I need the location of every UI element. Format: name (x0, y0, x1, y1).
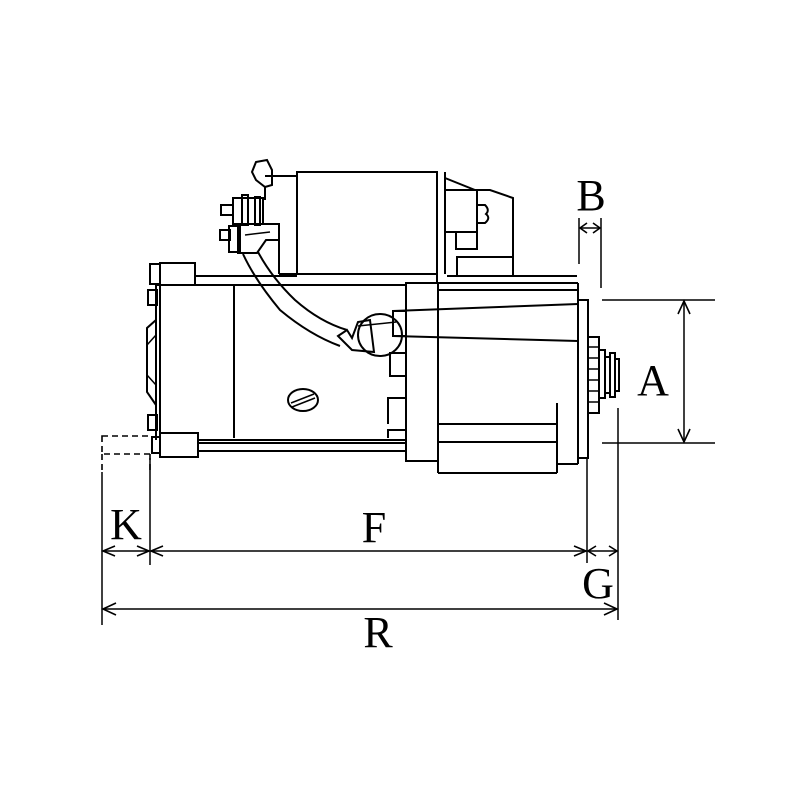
label-g: G (582, 559, 614, 608)
terminal-studs (219, 158, 280, 254)
pinion-gear (587, 336, 620, 414)
dimension-r (101, 602, 619, 616)
label-b: B (576, 171, 606, 220)
label-k: K (110, 500, 142, 549)
dimension-g (586, 545, 619, 557)
dimension-a (602, 299, 715, 444)
dimension-b (578, 218, 602, 288)
label-a: A (637, 356, 669, 405)
extension-lines (101, 408, 619, 625)
label-f: F (361, 503, 387, 552)
phantom-terminal (101, 435, 153, 470)
drive-end-housing (392, 282, 589, 474)
lead-wire (242, 251, 403, 357)
solenoid (276, 171, 446, 284)
solenoid-rear-connector (444, 177, 577, 277)
motor-body (146, 262, 406, 458)
label-r: R (363, 608, 393, 657)
dimension-f (148, 545, 589, 557)
